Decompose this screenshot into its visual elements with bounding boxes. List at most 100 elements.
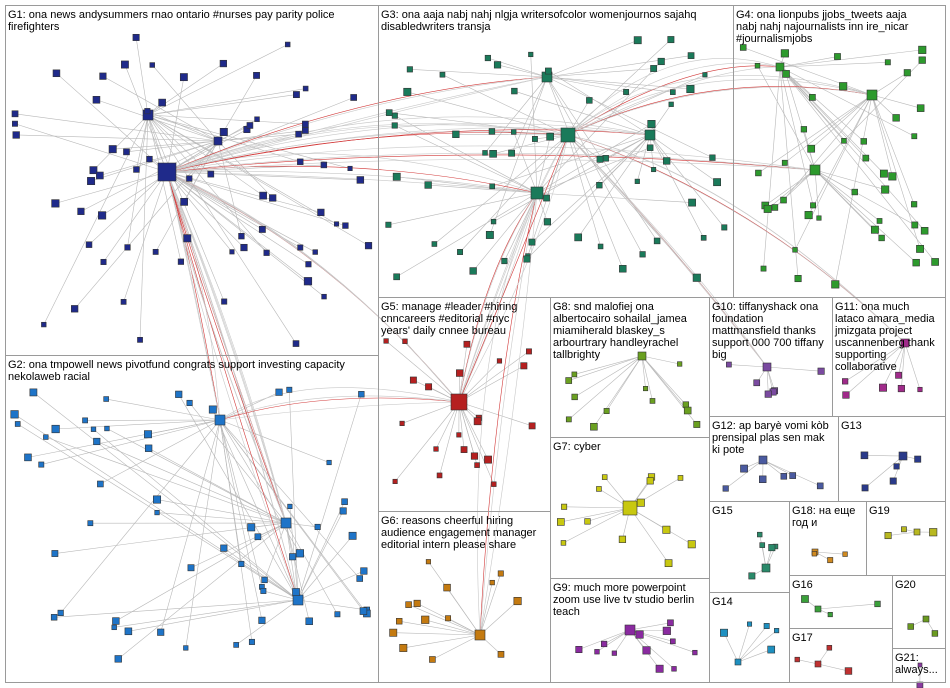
g1-node	[180, 73, 187, 80]
g21-label: G21:	[895, 652, 919, 664]
g2-node	[153, 496, 160, 503]
g9-node	[595, 649, 600, 654]
mention-edge	[167, 172, 220, 420]
g2-node	[93, 438, 100, 445]
g1-node	[298, 245, 303, 250]
g2-node	[296, 550, 304, 558]
g4-node	[761, 266, 766, 271]
g4-node	[919, 57, 926, 64]
g13-node	[894, 464, 899, 469]
g1-node	[87, 177, 94, 184]
edge	[298, 536, 353, 600]
g5-node	[497, 359, 502, 364]
g12-node	[790, 473, 796, 479]
g8-node	[684, 407, 691, 414]
g12-node	[781, 473, 787, 479]
g3-node	[596, 182, 602, 188]
g13-label: G13	[841, 420, 862, 432]
g4-node	[867, 90, 877, 100]
g3-node	[597, 156, 603, 162]
g2-node	[259, 617, 265, 623]
g2-node	[357, 576, 363, 582]
edge	[780, 50, 922, 67]
g3-node	[547, 133, 554, 140]
g4-node	[809, 94, 815, 100]
edge	[157, 513, 286, 523]
g3-node	[710, 155, 716, 161]
g8-node	[566, 378, 572, 384]
edge	[459, 402, 494, 484]
edge	[220, 420, 262, 620]
edge	[480, 583, 492, 635]
g8-label: tallbrighty	[553, 349, 601, 361]
g3-node	[651, 167, 655, 171]
g3-node	[393, 173, 400, 180]
g4-node	[740, 45, 746, 51]
g1-node	[365, 242, 372, 249]
edge	[136, 37, 148, 115]
g2-node	[276, 389, 282, 395]
g2-node	[52, 550, 58, 556]
g3-node	[502, 258, 508, 264]
g4-node	[817, 216, 821, 220]
g3-node	[543, 195, 549, 201]
g18-node	[828, 557, 833, 562]
g9-node	[663, 627, 670, 634]
g8-node	[683, 402, 689, 408]
edge	[818, 604, 878, 609]
g1-node	[313, 250, 318, 255]
g3-node	[670, 90, 675, 95]
g20-node	[932, 631, 938, 637]
g1-node	[208, 171, 214, 177]
edge	[780, 67, 866, 158]
g3-node	[623, 89, 628, 94]
g6-label: editorial intern please share	[381, 539, 516, 551]
edge	[459, 402, 532, 426]
g3-node	[491, 219, 496, 224]
edge	[785, 95, 872, 163]
g2-node	[327, 460, 332, 465]
edge	[442, 75, 568, 135]
g4-node	[755, 170, 761, 176]
g8-node	[604, 408, 609, 413]
edge	[186, 420, 220, 648]
g8-node	[638, 352, 646, 360]
g2-node	[255, 534, 261, 540]
edge	[218, 130, 305, 141]
g1-node	[239, 233, 245, 239]
g8-label: miamiherald blaskey_s	[553, 325, 665, 337]
edge	[758, 66, 815, 170]
g5-node	[393, 479, 397, 483]
g2-node	[262, 577, 268, 583]
g3-label: G3: ona aaja nabj nahj nlgja writersofco…	[381, 9, 697, 21]
g6-node	[490, 580, 495, 585]
edge	[767, 367, 821, 371]
edge	[818, 664, 848, 671]
g3-node	[598, 244, 603, 249]
g8-node	[572, 394, 578, 400]
edge	[167, 172, 220, 420]
g2-node	[175, 391, 182, 398]
g4-node	[805, 211, 812, 218]
g3-node	[407, 67, 412, 72]
g9-label: zoom use live tv studio berlin	[553, 594, 694, 606]
g2-node	[342, 499, 348, 505]
g3-node	[392, 113, 397, 118]
g3-node	[658, 58, 665, 65]
g5-node	[475, 463, 480, 468]
edge	[568, 87, 872, 135]
g3-node	[544, 219, 551, 226]
g3-node	[483, 150, 488, 155]
g4-node	[808, 145, 815, 152]
g3-node	[634, 37, 641, 44]
edge	[650, 135, 717, 182]
edge	[537, 193, 692, 203]
g1-node	[220, 60, 227, 67]
edge	[148, 115, 305, 124]
g2-node	[83, 418, 88, 423]
g12-node	[817, 483, 823, 489]
g7-node	[665, 560, 672, 567]
g3-node	[701, 235, 706, 240]
g1-node	[86, 242, 92, 248]
edge	[561, 508, 630, 522]
